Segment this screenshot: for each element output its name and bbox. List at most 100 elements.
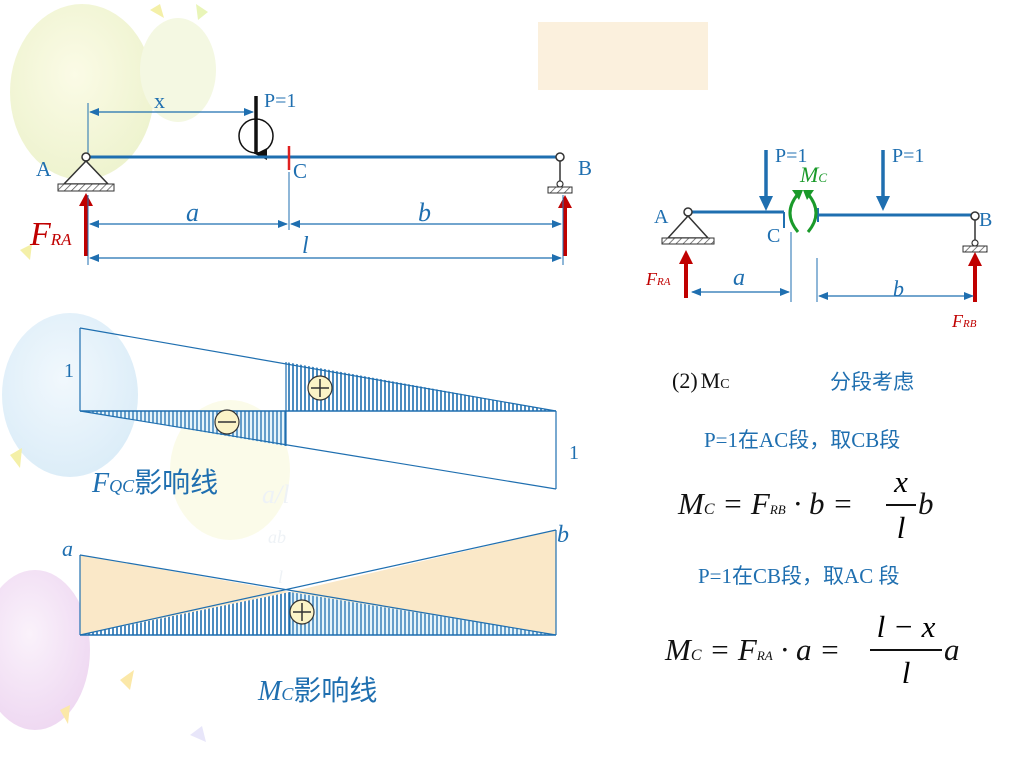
eq2-mid: = F — [709, 632, 757, 667]
moment-arrowhead-right — [803, 190, 814, 200]
eq2-mid-sub: RA — [756, 648, 773, 663]
heading-number: (2) — [672, 368, 698, 393]
reaction-a-subscript: RA — [50, 230, 72, 249]
heading-note: 分段考虑 — [830, 370, 914, 394]
moment-influence-title: MC影响线 — [258, 678, 377, 706]
reaction-a-label: FRA — [30, 218, 72, 252]
heading-letter: M — [700, 368, 721, 393]
note-box — [538, 22, 708, 90]
confetti — [190, 726, 206, 742]
balloon-yellow — [10, 4, 154, 180]
moment-subscript: C — [818, 170, 827, 185]
moment-arc-right — [806, 193, 818, 233]
eq2-lhs-sub: C — [690, 647, 702, 664]
reaction-b-label: FRB — [952, 312, 976, 330]
eq1-fraction: x l — [886, 464, 916, 546]
support-a-label: A — [654, 206, 669, 228]
dim-l-label: l — [302, 233, 309, 259]
moment-end-right-label: b — [557, 522, 569, 548]
shear-influence-title: FQC影响线 — [92, 470, 218, 498]
load1-arrowhead — [759, 196, 773, 211]
support-a-pin — [81, 152, 91, 162]
load1-label: P=1 — [775, 145, 808, 167]
eq1-mid: = F — [722, 486, 770, 521]
moment-end-left-label: a — [62, 536, 73, 561]
support-a-label: A — [36, 157, 52, 181]
shear-title-subscript: QC — [109, 476, 135, 496]
support-b-label: B — [979, 209, 993, 231]
confetti — [60, 705, 70, 724]
moment-letter: M — [800, 162, 819, 187]
balloon-purple — [0, 570, 90, 730]
reaction-a-letter: F — [30, 216, 51, 253]
moment-line-to-b — [79, 529, 557, 636]
balloon-blue — [2, 313, 138, 477]
shear-lower-sloped-line — [79, 410, 557, 490]
dim-b-label: b — [893, 276, 904, 301]
dim-a-label: a — [733, 265, 745, 291]
eq2-lhs: M — [665, 632, 691, 667]
reaction-b-arrowhead — [968, 252, 982, 266]
support-b-bottom-pin — [556, 180, 564, 188]
eq1-numerator: x — [894, 464, 908, 499]
support-a-ground — [57, 183, 115, 192]
support-b-ground — [962, 245, 988, 253]
support-b-pin — [555, 152, 565, 162]
reaction-b-letter: F — [952, 311, 963, 331]
support-a-triangle — [62, 159, 110, 185]
case1-text: P=1在AC段，取CB段 — [704, 428, 901, 452]
moment-light-fill-right — [290, 530, 556, 635]
reaction-a-arrowhead — [79, 193, 93, 206]
section-c-label: C — [293, 159, 308, 183]
section-heading: (2)MC — [672, 370, 730, 392]
support-a-ground — [661, 237, 715, 245]
moment-title-suffix: 影响线 — [293, 676, 378, 707]
equation-1: MC = FRB · b = — [678, 486, 853, 522]
confetti — [150, 4, 164, 18]
reaction-a-subscript: RA — [657, 276, 671, 288]
load2-label: P=1 — [892, 145, 925, 167]
shear-value-right: 1 — [569, 442, 579, 464]
support-b-pin — [970, 211, 980, 221]
eq1-fraction-bar — [886, 504, 916, 506]
reaction-b-arrowhead — [558, 195, 572, 208]
eq1-denominator: l — [896, 509, 906, 545]
section-c-label: C — [767, 225, 781, 247]
faint-ratio-label: a/l — [262, 480, 290, 509]
load2-arrowhead — [876, 196, 890, 211]
shear-title-suffix: 影响线 — [134, 468, 219, 499]
reaction-a-label: FRA — [646, 270, 670, 288]
shear-upper-sloped-line — [79, 327, 557, 412]
eq2-mid-rest: · a = — [780, 632, 841, 667]
left-beam-group — [57, 96, 573, 265]
moment-light-fill-left — [80, 555, 290, 635]
confetti — [20, 244, 32, 260]
faint-peak-numerator: ab — [268, 527, 286, 547]
eq2-denominator: l — [901, 654, 911, 690]
reaction-b-subscript: RB — [963, 318, 977, 330]
support-b-bottom-pin — [971, 239, 979, 247]
dim-a-label: a — [186, 198, 199, 227]
eq2-fraction: l − x l — [870, 609, 942, 691]
eq1-tail: b — [918, 486, 934, 521]
moment-hatch-left — [80, 592, 290, 635]
confetti — [10, 448, 22, 468]
faint-peak-denominator: l — [278, 567, 284, 587]
heading-subscript: C — [720, 377, 730, 392]
shear-title-letter: F — [92, 468, 110, 499]
balloon-green — [140, 18, 216, 122]
eq2-numerator: l − x — [876, 609, 936, 644]
case2-text: P=1在CB段，取AC 段 — [698, 564, 900, 588]
load-label: P=1 — [264, 90, 297, 112]
moment-influence-line — [79, 529, 557, 636]
support-b-label: B — [578, 156, 593, 180]
right-beam-group — [661, 150, 988, 302]
eq1-mid-sub: RB — [769, 502, 786, 517]
dim-b-label: b — [418, 198, 431, 227]
support-a-triangle — [666, 214, 710, 239]
support-b-ground — [547, 186, 573, 194]
shear-value-left: 1 — [64, 360, 74, 382]
shear-influence-line — [79, 327, 557, 490]
